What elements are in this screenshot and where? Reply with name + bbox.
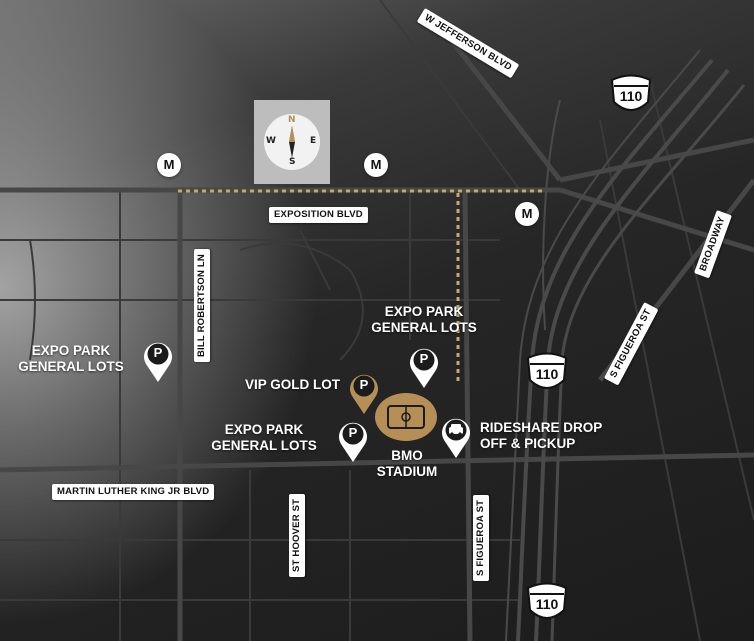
parking-symbol: P (359, 377, 369, 392)
shield-number: 110 (619, 88, 643, 104)
parking-symbol: P (348, 425, 358, 440)
interstate-shield-icon: 110 (608, 72, 654, 118)
compass-rose: N S E W (254, 100, 330, 184)
metro-station-icon[interactable]: M (364, 153, 388, 177)
street-label-hoover: ST HOOVER ST (289, 493, 305, 577)
shield-number: 110 (535, 366, 559, 382)
shield-number: 110 (535, 596, 559, 612)
walking-route (178, 189, 545, 385)
compass-disc: N S E W (264, 114, 320, 170)
car-icon (442, 418, 470, 458)
place-label-vip: VIP GOLD LOT (244, 377, 340, 392)
compass-needle-icon (289, 126, 295, 158)
street-label-figueroa-south: S FIGUEROA ST (473, 494, 489, 581)
parking-pin-vip[interactable]: P (348, 370, 380, 416)
metro-station-icon[interactable]: M (157, 153, 181, 177)
interstate-shield-icon: 110 (524, 350, 570, 396)
compass-west: W (266, 136, 276, 146)
parking-symbol: P (153, 345, 163, 360)
parking-pin-expo-west[interactable]: P (142, 338, 174, 384)
compass-north: N (288, 115, 296, 125)
interstate-shield-icon: 110 (524, 580, 570, 626)
stadium-emblem (375, 393, 437, 441)
parking-pin-expo-north[interactable]: P (408, 344, 440, 390)
rideshare-pin[interactable] (440, 414, 472, 460)
street-label-exposition: EXPOSITION BLVD (269, 207, 368, 223)
street-label-bill-robertson: BILL ROBERTSON LN (194, 249, 210, 362)
street-label-mlk: MARTIN LUTHER KING JR BLVD (52, 484, 215, 500)
parking-symbol: P (419, 351, 429, 366)
compass-east: E (310, 136, 317, 146)
parking-pin-expo-south[interactable]: P (337, 418, 369, 464)
compass-south: S (289, 157, 296, 167)
metro-station-icon[interactable]: M (515, 202, 539, 226)
